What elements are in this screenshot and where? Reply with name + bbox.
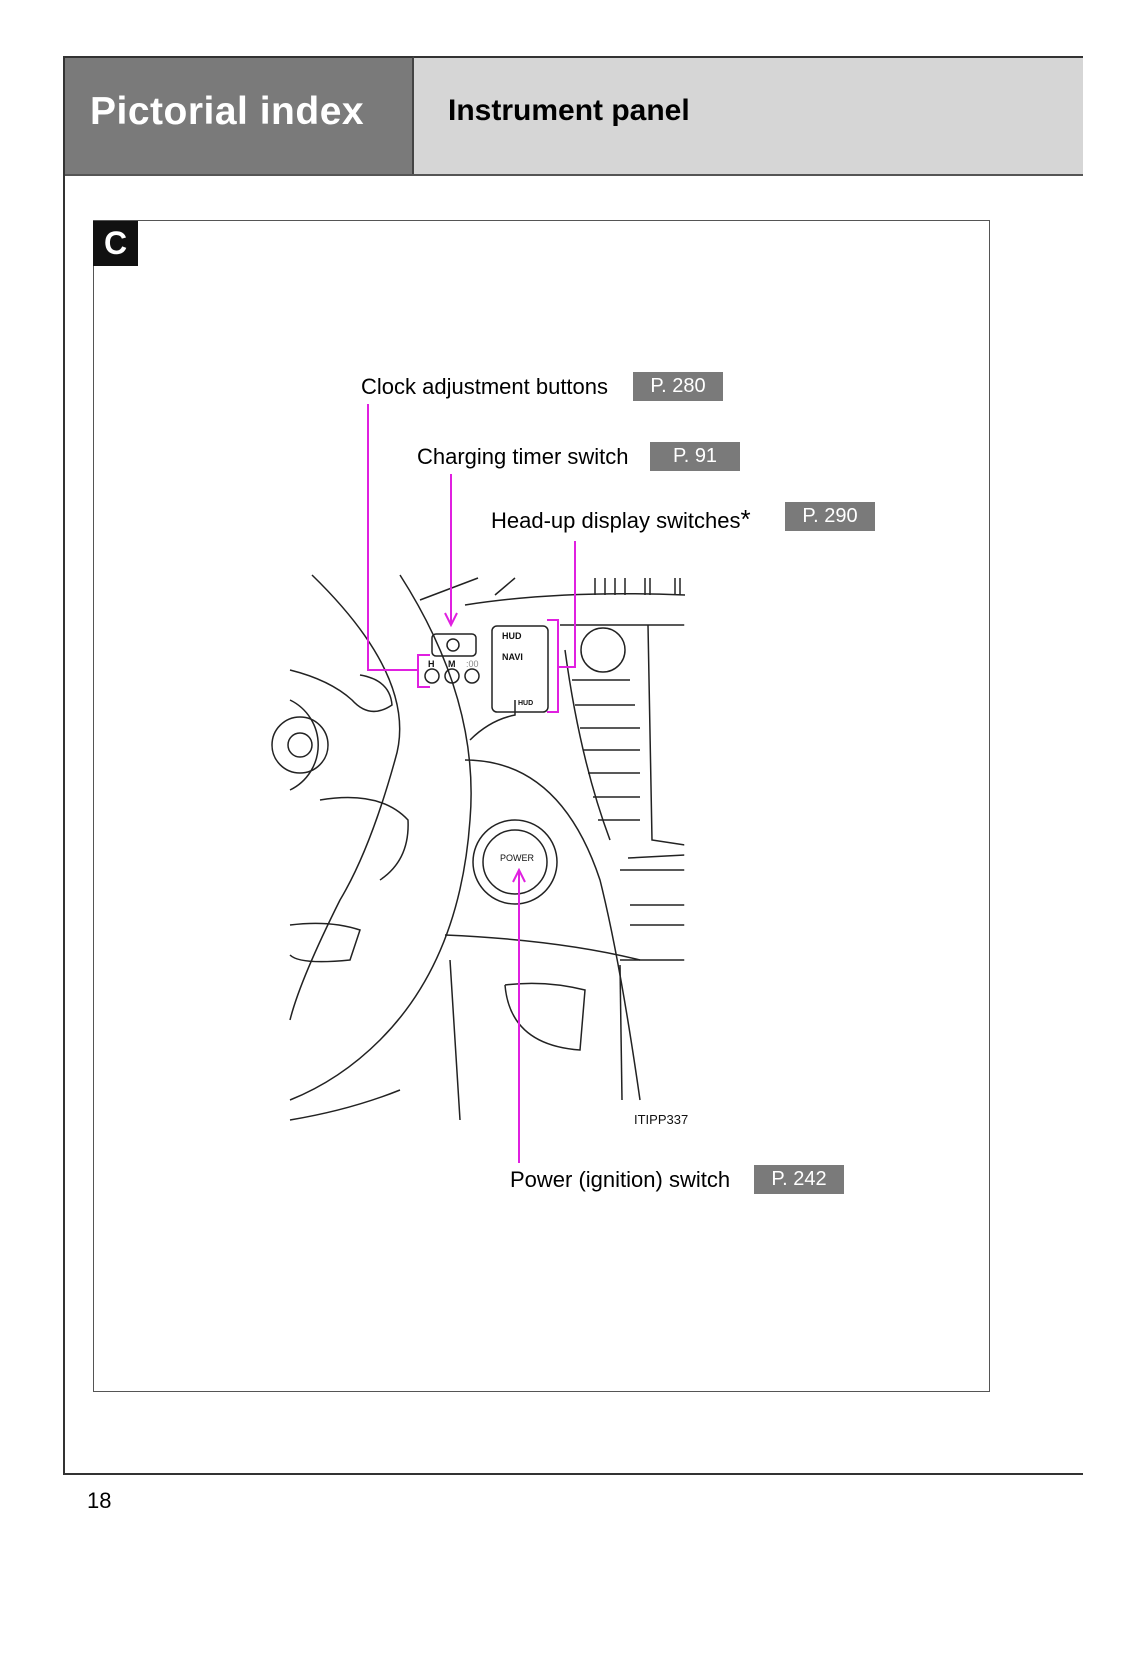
hud-switch-panel <box>491 625 549 713</box>
hud-small-label: HUD <box>518 700 533 707</box>
charging-callout-line <box>444 474 458 628</box>
clock-icon <box>446 638 460 652</box>
callout-hud-label: Head-up display switches* <box>491 504 751 535</box>
page-border-left <box>63 56 65 1475</box>
power-label: POWER <box>500 853 535 863</box>
power-switch <box>472 819 558 905</box>
callout-charging-page[interactable]: P. 91 <box>650 442 740 471</box>
hour-button <box>424 668 440 684</box>
page-title: Instrument panel <box>448 94 690 127</box>
section-title: Pictorial index <box>90 90 365 133</box>
dashboard-drawing <box>271 574 686 1121</box>
minute-button <box>444 668 460 684</box>
switch-cluster <box>424 625 558 905</box>
callout-hud-page[interactable]: P. 290 <box>785 502 875 531</box>
page-border-bottom <box>63 1473 1083 1475</box>
power-callout-line <box>512 867 526 1163</box>
clock-callout-line <box>367 404 430 688</box>
illustration-code: ITIPP337 <box>634 1112 688 1127</box>
page-number: 18 <box>87 1488 112 1513</box>
hud-label: HUD <box>502 631 522 641</box>
callout-hud-text: Head-up display switches <box>491 508 741 533</box>
callout-clock-label: Clock adjustment buttons <box>361 374 609 399</box>
callout-lines <box>367 404 576 1163</box>
header-divider <box>63 174 1083 176</box>
callout-charging-label: Charging timer switch <box>417 444 629 469</box>
navi-label: NAVI <box>502 652 523 662</box>
h-label: H <box>428 659 435 669</box>
charging-timer-switch <box>431 633 477 657</box>
zero-button <box>464 668 480 684</box>
callout-clock-page[interactable]: P. 280 <box>633 372 723 401</box>
m-label: M <box>448 659 456 669</box>
page-header: Instrument panel <box>414 56 1083 175</box>
section-header: Pictorial index <box>64 56 414 175</box>
callout-power-label: Power (ignition) switch <box>510 1167 731 1192</box>
callout-power-page[interactable]: P. 242 <box>754 1165 844 1194</box>
hud-callout-line <box>547 541 576 713</box>
asterisk: * <box>740 504 751 534</box>
illustration-frame <box>93 220 990 1392</box>
zero-label: :00 <box>466 659 479 669</box>
panel-marker: C <box>93 221 138 266</box>
